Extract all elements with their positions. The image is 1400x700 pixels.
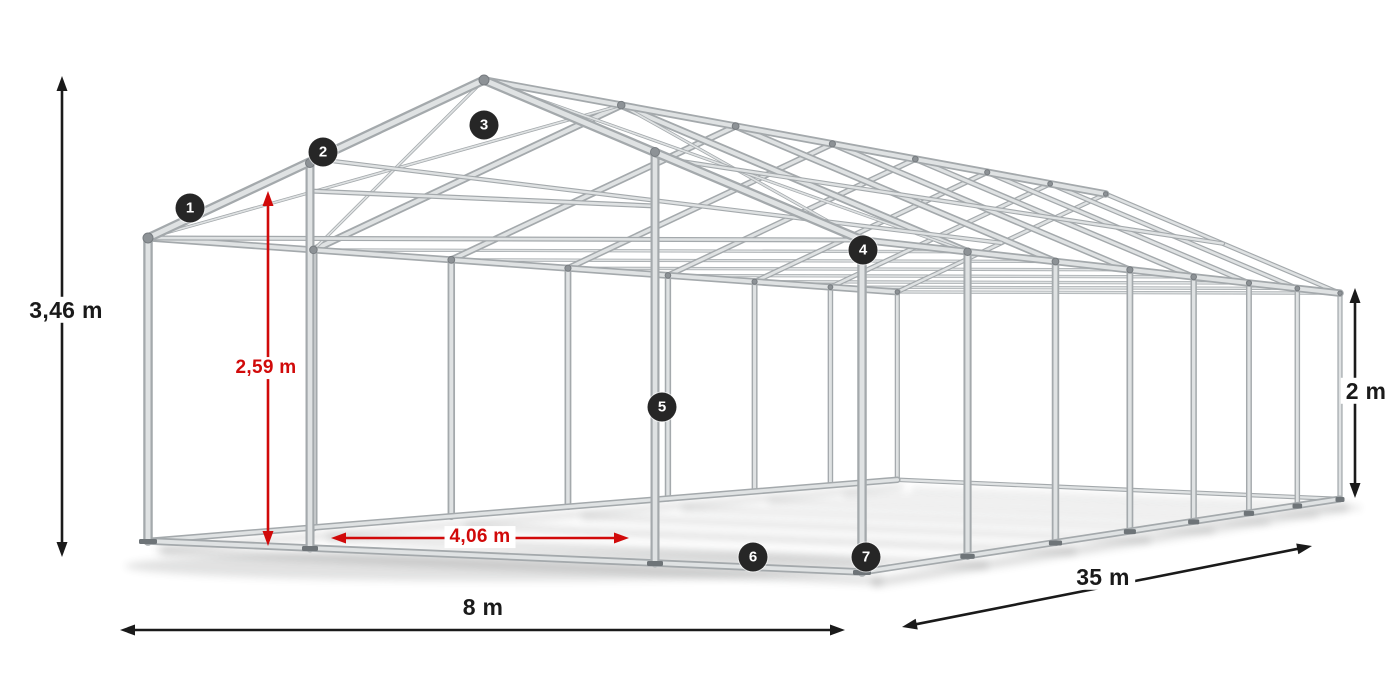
frame-joints	[139, 74, 1345, 575]
part-marker-2: 2	[308, 137, 338, 167]
dimension-label-door-height: 2,59 m	[230, 357, 302, 379]
part-marker-1: 1	[175, 193, 205, 223]
part-marker-4: 4	[848, 235, 878, 265]
dimension-label-width: 8 m	[457, 593, 509, 621]
dimension-label-door-width: 4,06 m	[444, 526, 516, 548]
dimension-label-total-height: 3,46 m	[24, 296, 108, 324]
tent-frame	[143, 75, 1344, 577]
dimension-label-side-height: 2 m	[1340, 377, 1392, 405]
part-marker-5: 5	[647, 392, 677, 422]
part-marker-6: 6	[738, 542, 768, 572]
dimension-label-length: 35 m	[1071, 563, 1135, 591]
part-marker-3: 3	[469, 110, 499, 140]
part-marker-7: 7	[851, 542, 881, 572]
